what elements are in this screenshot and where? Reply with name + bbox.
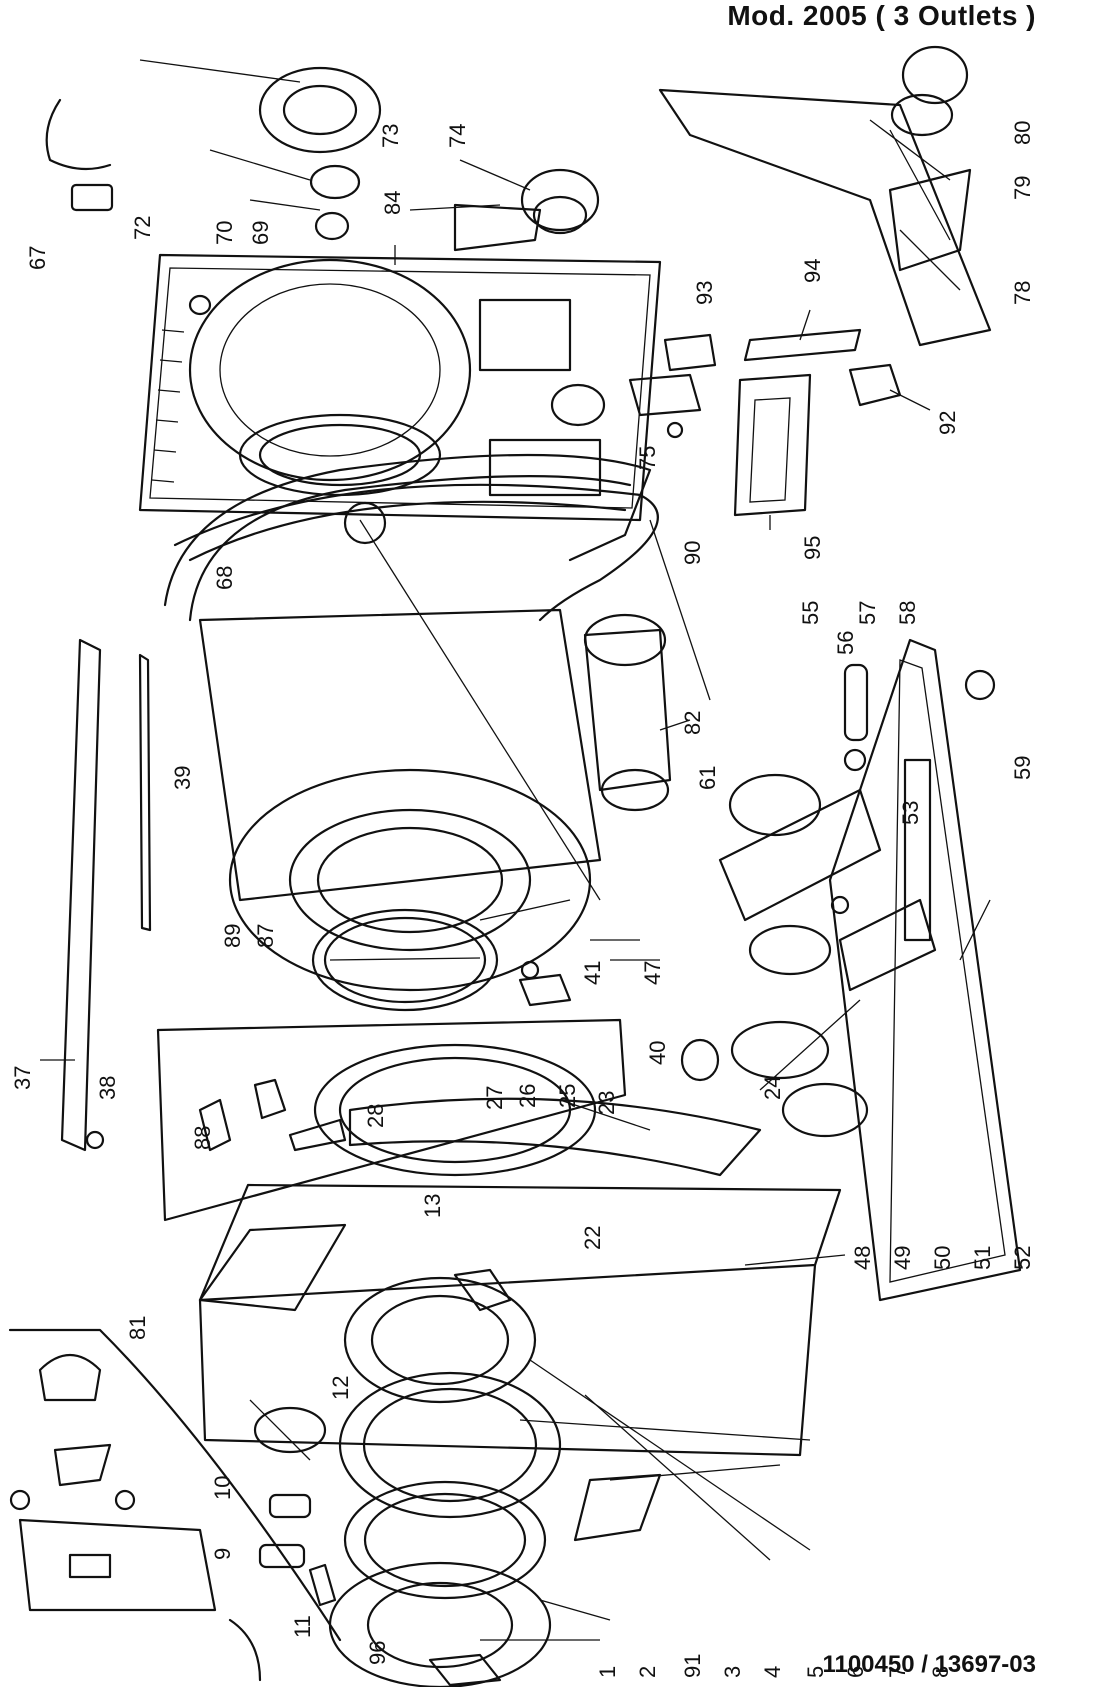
diagram-title: Mod. 2005 ( 3 Outlets ) xyxy=(727,0,1036,31)
part-label-96: 96 xyxy=(365,1641,390,1665)
part-label-89: 89 xyxy=(220,924,245,948)
part-label-75: 75 xyxy=(635,446,660,470)
part-label-27: 27 xyxy=(482,1086,507,1110)
part-label-56: 56 xyxy=(833,631,858,655)
top-right-parts xyxy=(658,45,992,517)
part-label-69: 69 xyxy=(248,221,273,245)
part-label-40: 40 xyxy=(645,1041,670,1065)
part-label-87: 87 xyxy=(253,924,278,948)
part-label-24: 24 xyxy=(760,1076,785,1100)
part-label-94: 94 xyxy=(800,259,825,283)
part-label-90: 90 xyxy=(680,541,705,565)
part-label-81: 81 xyxy=(125,1316,150,1340)
part-label-12: 12 xyxy=(328,1376,353,1400)
part-label-7: 7 xyxy=(885,1666,910,1678)
part-label-82: 82 xyxy=(680,711,705,735)
part-label-80: 80 xyxy=(1010,121,1035,145)
door-assembly xyxy=(328,1268,662,1687)
part-label-5: 5 xyxy=(803,1666,828,1678)
filter-parts xyxy=(253,1406,337,1607)
part-label-78: 78 xyxy=(1010,281,1035,305)
part-label-55: 55 xyxy=(798,601,823,625)
motor-heater-group xyxy=(718,638,1022,1302)
part-label-88: 88 xyxy=(190,1126,215,1150)
door-seal-41 xyxy=(311,908,499,1012)
part-label-11: 11 xyxy=(290,1615,315,1638)
part-number-labels: 1 2 3 4 5 6 7 8 9 10 11 12 13 22 23 24 2… xyxy=(10,121,1035,1678)
part-label-25: 25 xyxy=(555,1084,580,1108)
side-strips xyxy=(60,638,152,1152)
part-label-6: 6 xyxy=(843,1666,868,1678)
part-label-51: 51 xyxy=(970,1246,995,1270)
part-label-37: 37 xyxy=(10,1066,35,1090)
part-label-47: 47 xyxy=(640,961,665,985)
part-label-53: 53 xyxy=(898,801,923,825)
part-label-50: 50 xyxy=(930,1246,955,1270)
part-label-2: 2 xyxy=(635,1666,660,1678)
part-label-74: 74 xyxy=(445,124,470,148)
part-label-57: 57 xyxy=(855,601,880,625)
part-label-8: 8 xyxy=(928,1666,953,1678)
front-cabinet-81 xyxy=(156,1018,842,1457)
part-label-61: 61 xyxy=(695,766,720,790)
part-label-48: 48 xyxy=(850,1246,875,1270)
part-label-73: 73 xyxy=(378,124,403,148)
part-label-92: 92 xyxy=(935,411,960,435)
part-label-84: 84 xyxy=(380,191,405,215)
outlet-pipe-82 xyxy=(583,333,717,812)
drive-belt-61 xyxy=(173,483,659,622)
part-label-9: 9 xyxy=(210,1548,235,1560)
part-label-67: 67 xyxy=(25,246,50,270)
part-label-91: 91 xyxy=(680,1654,705,1678)
part-label-79: 79 xyxy=(1010,176,1035,200)
part-label-41: 41 xyxy=(580,961,605,985)
part-label-72: 72 xyxy=(130,216,155,240)
drum-assembly xyxy=(163,413,652,992)
rear-panel-84 xyxy=(138,253,662,522)
part-label-58: 58 xyxy=(895,601,920,625)
part-label-28: 28 xyxy=(363,1104,388,1128)
part-label-59: 59 xyxy=(1010,756,1035,780)
document-number: 1100450 / 13697-03 xyxy=(822,1651,1036,1678)
part-label-70: 70 xyxy=(212,221,237,245)
part-label-23: 23 xyxy=(594,1091,619,1115)
part-label-39: 39 xyxy=(170,766,195,790)
part-label-4: 4 xyxy=(760,1666,785,1678)
middle-left-parts xyxy=(198,960,762,1177)
part-label-38: 38 xyxy=(95,1076,120,1100)
part-label-68: 68 xyxy=(212,566,237,590)
part-label-93: 93 xyxy=(692,281,717,305)
part-label-22: 22 xyxy=(580,1226,605,1250)
part-label-49: 49 xyxy=(890,1246,915,1270)
part-label-3: 3 xyxy=(720,1666,745,1678)
leader-lines xyxy=(40,59,991,1641)
part-label-10: 10 xyxy=(210,1476,235,1500)
part-label-95: 95 xyxy=(800,536,825,560)
part-label-26: 26 xyxy=(515,1084,540,1108)
inset-detail-96 xyxy=(8,1328,342,1682)
part-label-1: 1 xyxy=(595,1666,620,1678)
part-label-13: 13 xyxy=(420,1194,445,1218)
part-label-52: 52 xyxy=(1010,1246,1035,1270)
top-left-parts xyxy=(45,66,600,252)
